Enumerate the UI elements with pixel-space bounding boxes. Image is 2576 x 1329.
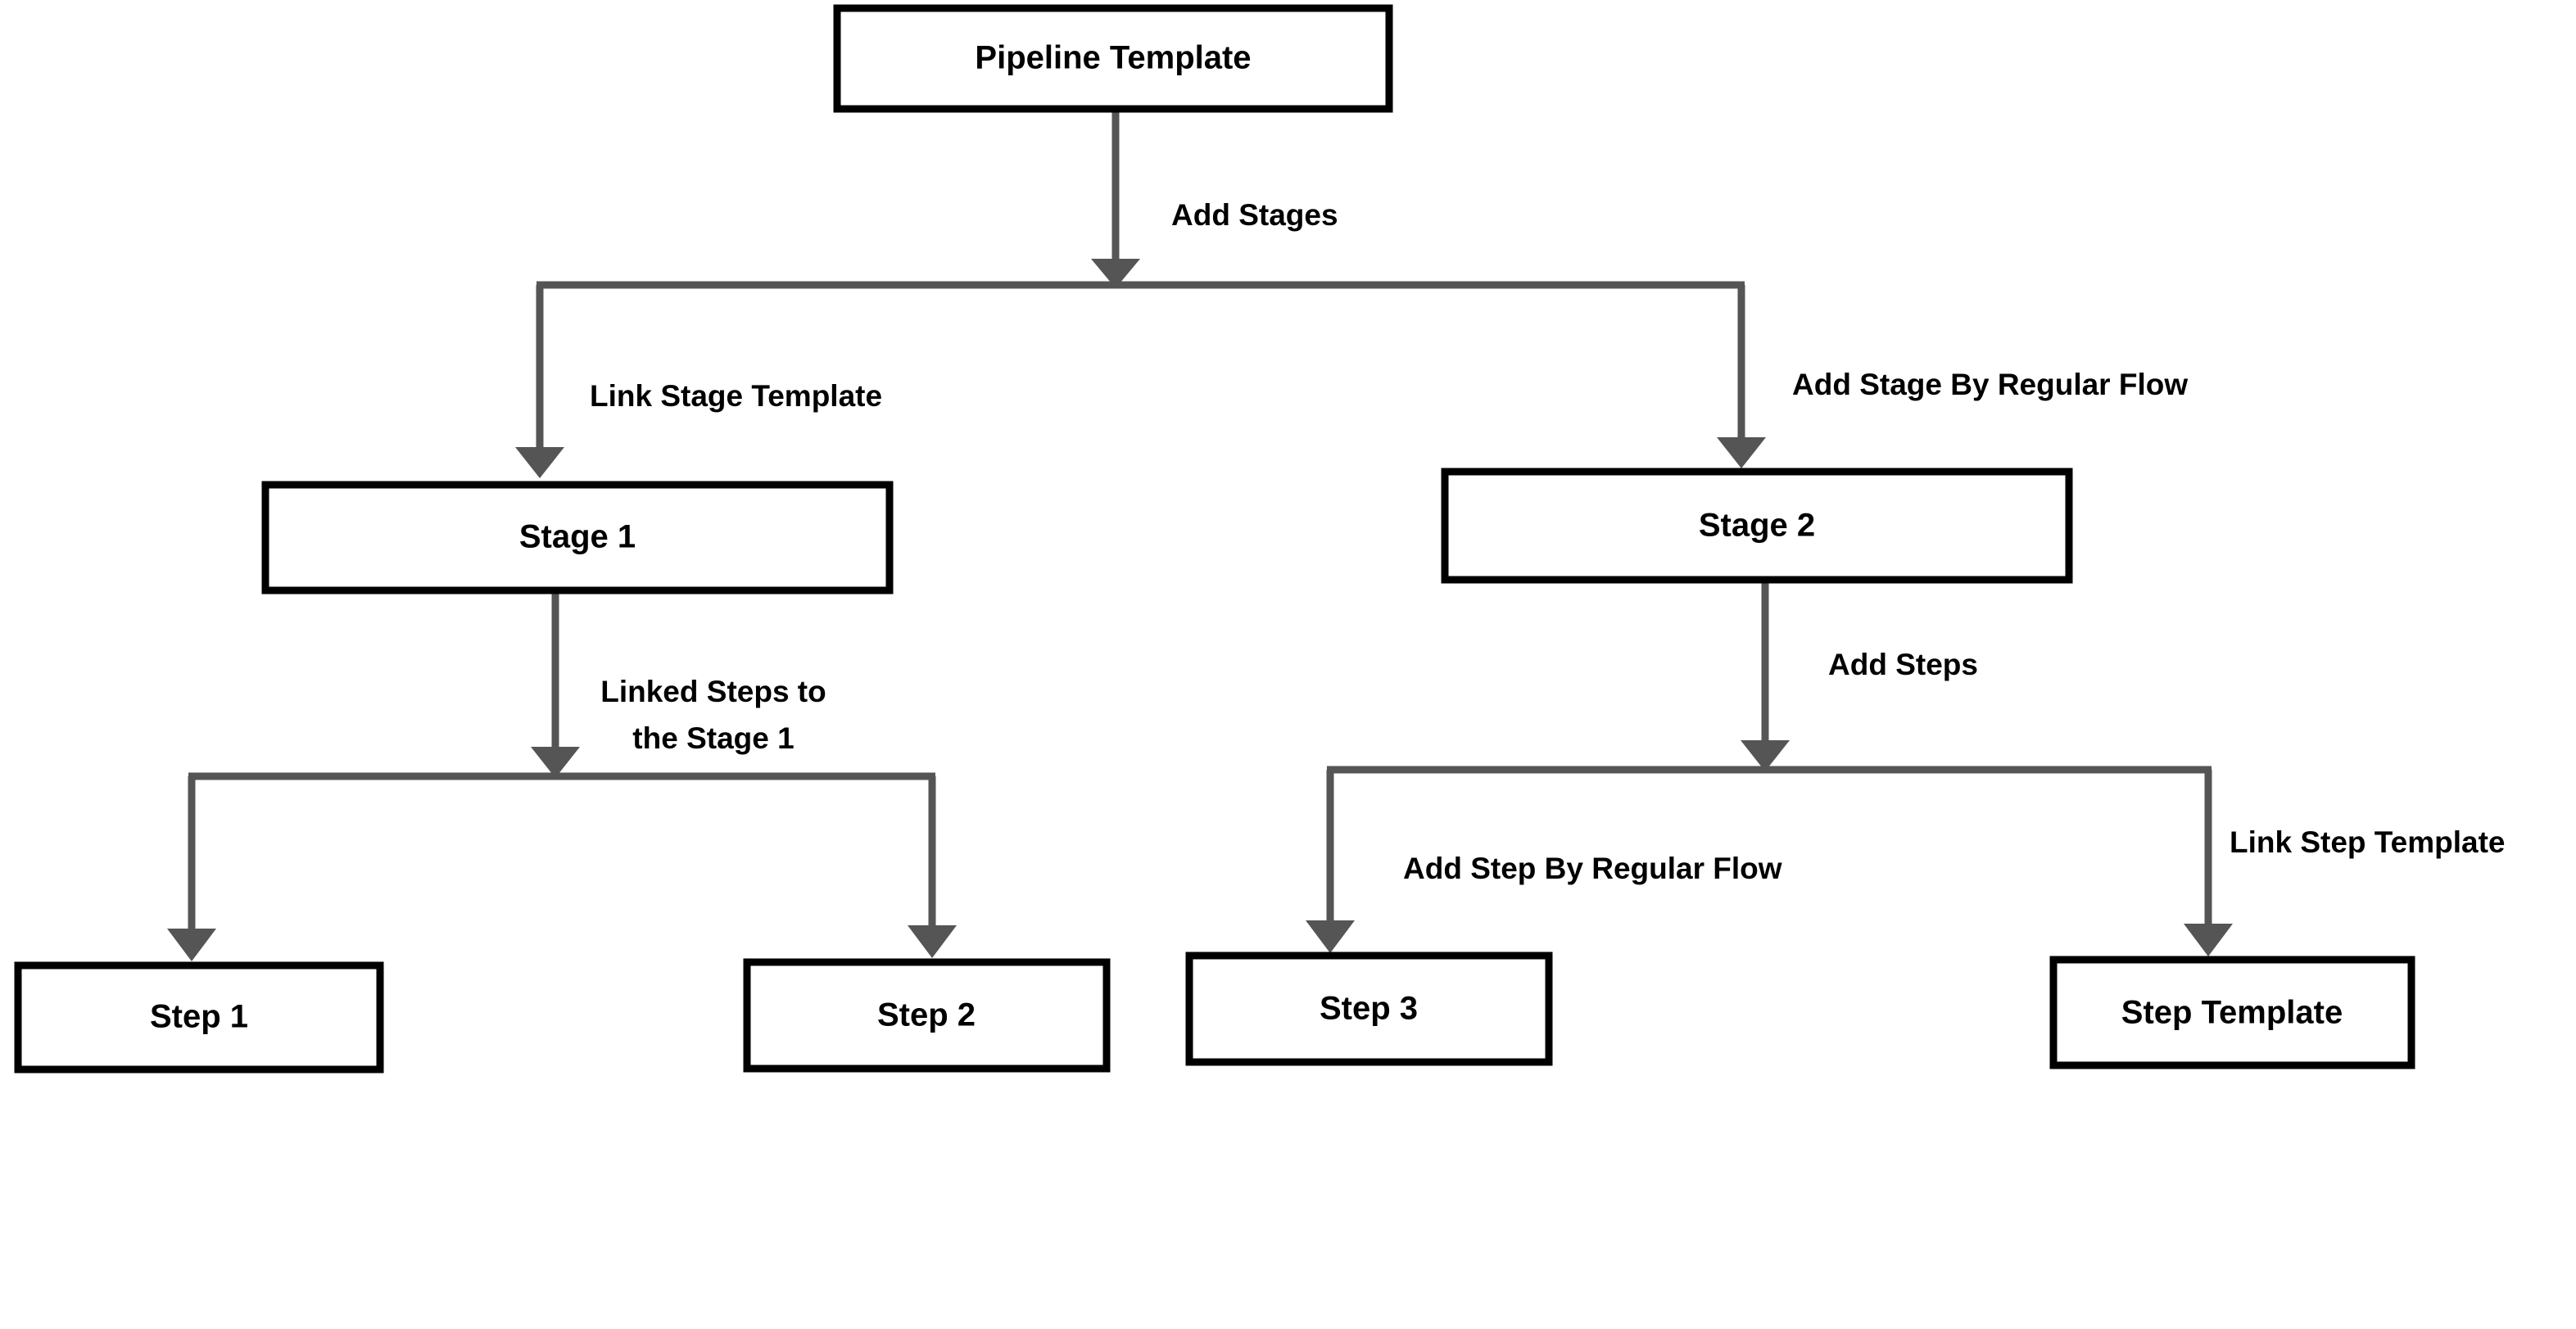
node-stage-1[interactable]: Stage 1	[261, 481, 894, 594]
node-step-2-label: Step 2	[877, 997, 976, 1033]
node-step-1[interactable]: Step 1	[14, 961, 384, 1074]
edge-label-add-stage-by-regular-flow: Add Stage By Regular Flow	[1792, 368, 2188, 401]
edge-to-step-2-arrowhead	[908, 925, 957, 958]
edge-label-add-step-by-regular-flow: Add Step By Regular Flow	[1403, 852, 1782, 885]
edge-link-step-template	[2184, 770, 2233, 956]
node-step-1-box[interactable]	[14, 961, 384, 1074]
edge-to-step-1-arrowhead	[167, 929, 216, 961]
edge-add-stages-arrowhead	[1091, 259, 1140, 288]
node-step-template-box[interactable]	[2049, 956, 2415, 1069]
edge-link-step-template-arrowhead	[2184, 924, 2233, 956]
node-step-3-box[interactable]	[1185, 952, 1553, 1066]
node-stage-2-label: Stage 2	[1699, 508, 1815, 544]
node-pipeline-template[interactable]: Pipeline Template	[833, 4, 1393, 113]
node-step-1-label: Step 1	[150, 999, 248, 1035]
node-step-2[interactable]: Step 2	[743, 958, 1111, 1073]
edge-add-steps	[1741, 583, 1790, 771]
node-step-3-label: Step 3	[1320, 991, 1418, 1027]
node-stage-1-box[interactable]	[261, 481, 894, 594]
node-stage-1-label: Stage 1	[519, 519, 636, 555]
edge-add-stages	[1091, 112, 1140, 288]
node-step-3[interactable]: Step 3	[1185, 952, 1553, 1066]
edge-to-step-1	[167, 776, 216, 961]
edge-add-step-by-regular-flow-arrowhead	[1306, 920, 1355, 953]
edge-label-add-steps: Add Steps	[1828, 648, 1978, 681]
edge-add-stage-by-regular-flow-arrowhead	[1717, 437, 1766, 468]
edge-linked-steps-arrowhead	[531, 747, 580, 778]
node-stage-2[interactable]: Stage 2	[1441, 468, 2073, 584]
node-step-template[interactable]: Step Template	[2049, 956, 2415, 1069]
node-pipeline-template-label: Pipeline Template	[975, 40, 1251, 76]
edge-link-stage-template-arrowhead	[515, 447, 564, 478]
edge-to-step-2	[908, 776, 957, 958]
edge-add-stage-by-regular-flow	[1717, 285, 1766, 468]
edge-label-linked-steps-line-1: Linked Steps to	[600, 675, 826, 708]
edge-label-link-stage-template: Link Stage Template	[590, 379, 882, 413]
edge-add-steps-arrowhead	[1741, 740, 1790, 771]
edge-add-step-by-regular-flow	[1306, 770, 1355, 953]
edge-label-add-stages: Add Stages	[1171, 198, 1338, 232]
edge-label-linked-steps-line-2: the Stage 1	[632, 721, 794, 755]
node-pipeline-template-box[interactable]	[833, 4, 1393, 113]
edge-link-stage-template	[515, 285, 564, 478]
edge-label-link-step-template: Link Step Template	[2230, 825, 2506, 859]
edge-linked-steps-to-stage-1	[531, 594, 580, 778]
node-stage-2-box[interactable]	[1441, 468, 2073, 584]
node-step-2-box[interactable]	[743, 958, 1111, 1073]
node-step-template-label: Step Template	[2121, 995, 2343, 1031]
